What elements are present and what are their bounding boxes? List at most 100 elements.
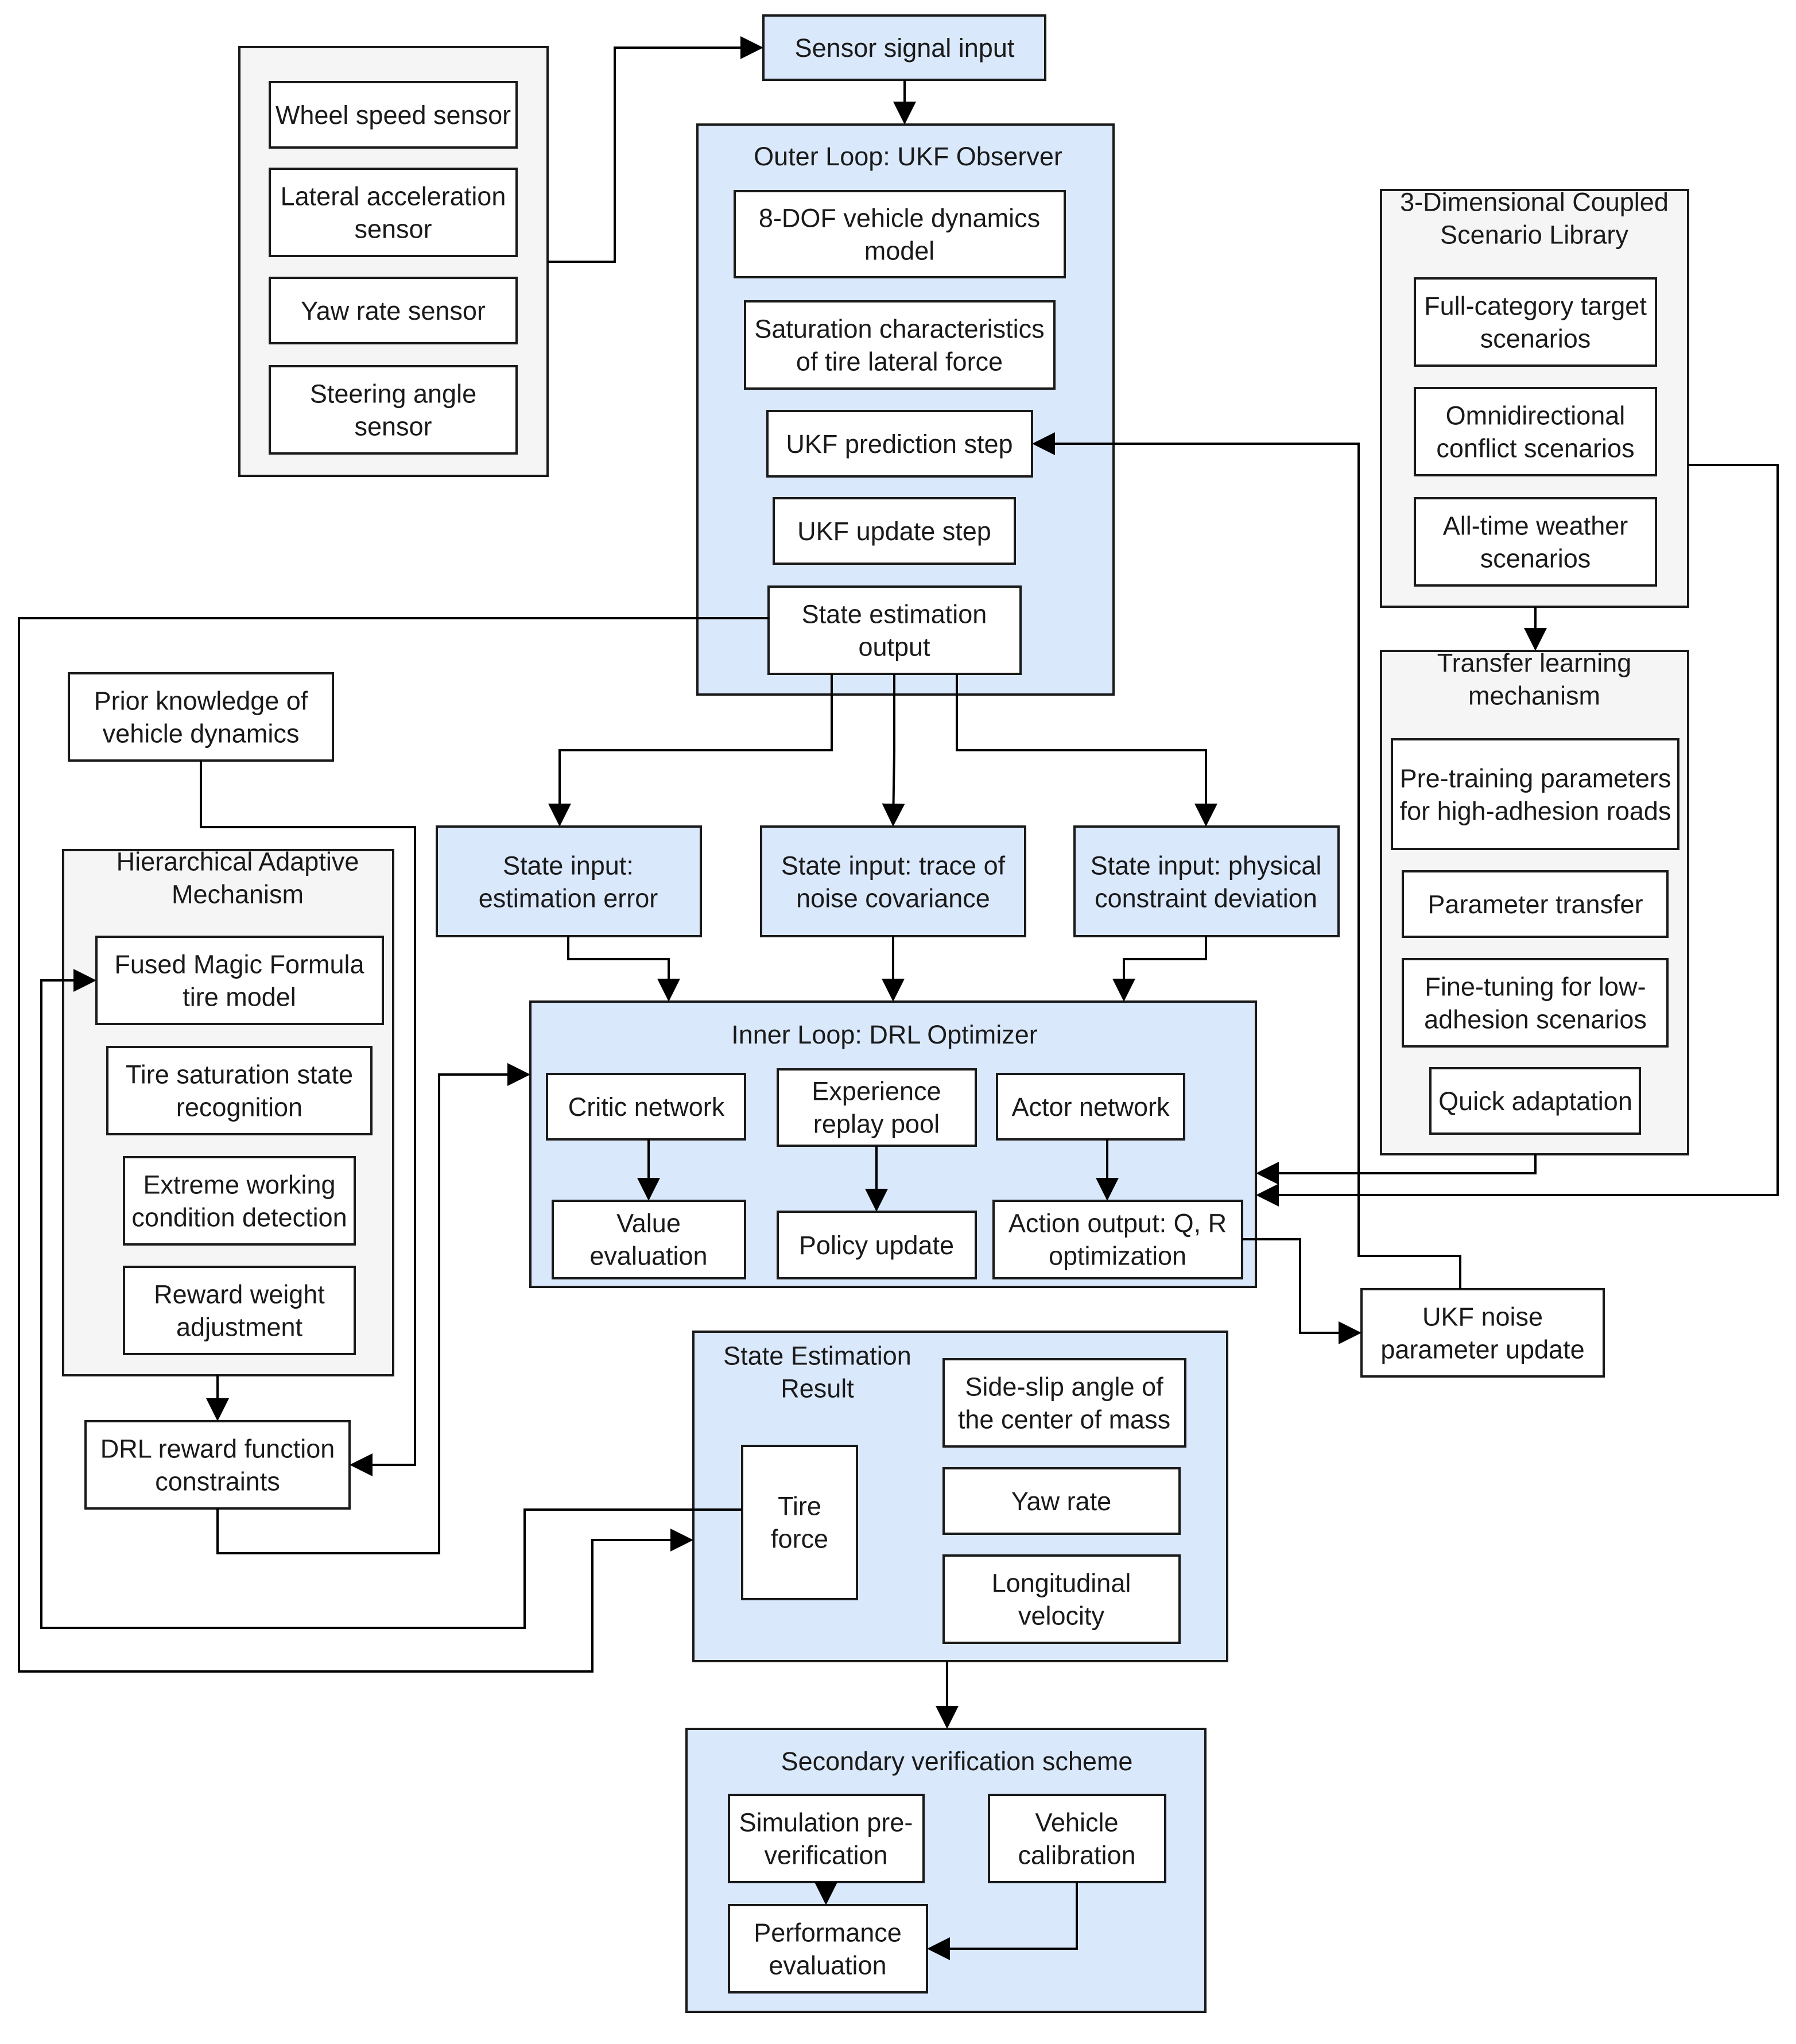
label-line: evaluation [769, 1950, 886, 1980]
edge-tire-force-to-magic-formula [40, 969, 742, 1629]
fine-tuning-node: Fine-tuning for low-adhesion scenarios [1402, 958, 1669, 1048]
label-line: replay pool [813, 1109, 940, 1138]
label-line: Yaw rate sensor [301, 296, 486, 325]
ukf-noise-parameter-update-label: UKF noise parameter update [1380, 1302, 1584, 1364]
label-line: Parameter transfer [1428, 890, 1643, 919]
transfer-learning-title: Transfer learning mechanism [1437, 648, 1632, 710]
label-line: velocity [1018, 1601, 1105, 1630]
quick-adaptation-label: Quick adaptation [1438, 1087, 1632, 1116]
label-line: optimization [1049, 1241, 1186, 1270]
all-time-weather-scenarios-node: All-time weather scenarios [1414, 497, 1657, 587]
simulation-pre-verification-node: Simulation pre-verification [728, 1794, 925, 1883]
label-line: Extreme working [143, 1170, 335, 1199]
label-line: State estimation [802, 599, 987, 629]
edge-constraint-deviation-to-inner-loop [1112, 936, 1207, 1002]
label-line: adhesion scenarios [1424, 1004, 1647, 1034]
yaw-rate-result-node: Yaw rate [942, 1467, 1181, 1535]
label-line: mechanism [1468, 681, 1600, 710]
label-line: of tire lateral force [796, 347, 1003, 376]
label-line: sensor [354, 214, 432, 243]
label-line: Steering angle [310, 379, 476, 408]
label-line: model [864, 236, 935, 265]
edge-calibration-to-performance [927, 1882, 1078, 1960]
steering-angle-sensor-node: Steering angle sensor [269, 365, 518, 455]
label-line: Actor network [1011, 1092, 1170, 1122]
label-line: output [858, 632, 930, 661]
label-line: Experience [812, 1076, 941, 1106]
edge-reward-to-inner-loop [216, 1063, 530, 1554]
edge-output-to-constraint-deviation [956, 674, 1217, 827]
label-line: Fine-tuning for low- [1425, 972, 1646, 1001]
label-line: Wheel speed sensor [276, 100, 511, 130]
sensor-signal-input-label: Sensor signal input [795, 33, 1015, 63]
edge-transfer-to-inner-loop [1256, 1154, 1537, 1185]
outer-loop-title: Outer Loop: UKF Observer [754, 142, 1062, 171]
label-line: Simulation pre- [739, 1808, 913, 1837]
edge-output-to-result [18, 617, 769, 1673]
label-line: Side-slip angle of [965, 1372, 1163, 1401]
lateral-acceleration-sensor-label: Lateral acceleration sensor [281, 181, 506, 243]
label-line: Omnidirectional [1446, 401, 1626, 430]
ukf-update-step-node: UKF update step [773, 497, 1016, 565]
wheel-speed-sensor-node: Wheel speed sensor [269, 81, 518, 149]
edge-estimation-error-to-inner-loop [567, 936, 680, 1002]
parameter-transfer-node: Parameter transfer [1402, 870, 1669, 938]
label-line: Pre-training parameters [1400, 763, 1671, 793]
edge-sensors-to-signal-input [548, 36, 763, 263]
simulation-pre-verification-label: Simulation pre-verification [739, 1808, 913, 1870]
label-line: 3-Dimensional Coupled [1400, 187, 1669, 216]
fine-tuning-label: Fine-tuning for low-adhesion scenarios [1424, 972, 1647, 1034]
label-line: Fused Magic Formula [114, 949, 364, 979]
performance-evaluation-node: Performance evaluation [728, 1904, 928, 1993]
label-line: for high-adhesion roads [1400, 796, 1671, 825]
label-line: parameter update [1380, 1335, 1584, 1364]
label-line: scenarios [1480, 324, 1591, 353]
inner-loop-title: Inner Loop: DRL Optimizer [731, 1020, 1038, 1049]
label-line: DRL reward function [100, 1434, 335, 1463]
label-line: UKF noise [1422, 1302, 1543, 1331]
actor-network-label: Actor network [1011, 1092, 1170, 1122]
label-line: State input: physical [1091, 851, 1322, 880]
label-line: State Estimation [723, 1341, 911, 1370]
edge-noise-update-to-prediction [1032, 432, 1461, 1289]
label-line: Transfer learning [1437, 648, 1632, 677]
label-line: scenarios [1480, 544, 1591, 573]
label-line: Saturation characteristics [754, 314, 1044, 343]
label-line: All-time weather [1443, 511, 1628, 540]
steering-angle-sensor-label: Steering angle sensor [310, 379, 476, 441]
label-line: Value [616, 1208, 681, 1238]
lateral-acceleration-sensor-node: Lateral acceleration sensor [269, 168, 518, 257]
label-line: Lateral acceleration [281, 181, 506, 211]
label-line: Vehicle [1035, 1808, 1118, 1837]
label-line: Reward weight [154, 1279, 325, 1309]
experience-replay-pool-node: Experience replay pool [777, 1068, 977, 1147]
label-line: Performance [754, 1918, 902, 1947]
edge-output-to-noise-covariance [882, 674, 905, 827]
wheel-speed-sensor-label: Wheel speed sensor [276, 100, 511, 130]
label-line: the center of mass [958, 1405, 1170, 1434]
label-line: Scenario Library [1440, 220, 1628, 249]
label-line: estimation error [479, 883, 658, 913]
label-line: Result [781, 1374, 854, 1403]
edge-action-to-noise-update [1242, 1238, 1361, 1344]
label-line: calibration [1018, 1840, 1135, 1870]
state-input-estimation-error-node: State input:estimation error [436, 825, 702, 937]
label-line: sensor [354, 412, 432, 441]
